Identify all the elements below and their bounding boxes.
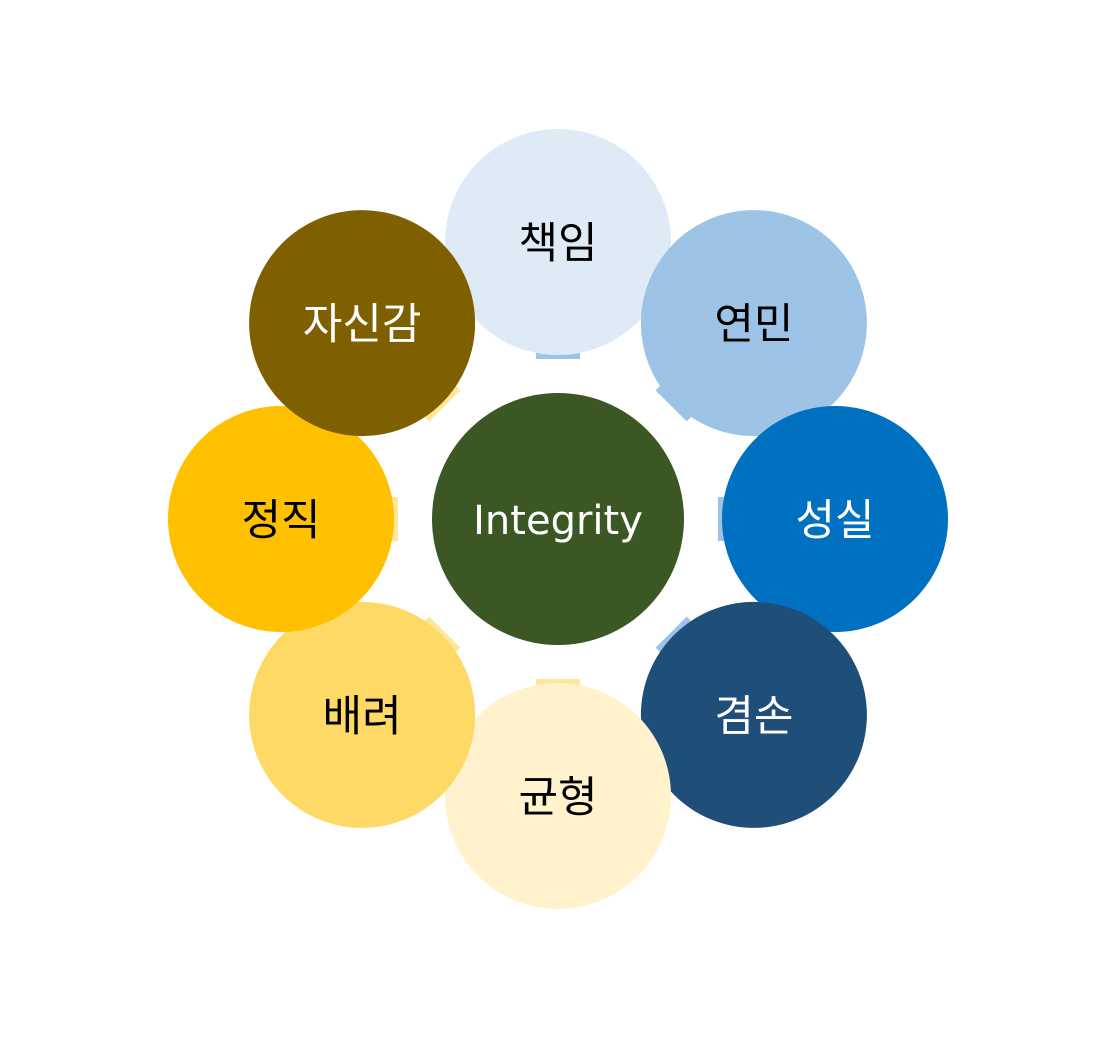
node-responsibility-circle — [445, 129, 671, 355]
node-compassion-circle — [640, 210, 867, 437]
center-circle — [432, 393, 684, 645]
node-sincerity: 성실 — [722, 406, 948, 632]
node-confidence-label: 자신감 — [303, 300, 422, 350]
node-consideration-label: 배려 — [323, 692, 402, 742]
node-honesty-label: 정직 — [241, 496, 320, 546]
node-compassion: 연민 — [640, 210, 867, 437]
node-humility-label: 겸손 — [714, 692, 793, 742]
node-sincerity-label: 성실 — [795, 496, 874, 546]
center-label: Integrity — [473, 498, 643, 544]
node-consideration: 배려 — [249, 601, 476, 828]
node-balance: 균형 — [445, 683, 671, 909]
node-sincerity-circle — [722, 406, 948, 632]
node-balance-circle — [445, 683, 671, 909]
node-compassion-label: 연민 — [714, 300, 793, 350]
node-balance-label: 균형 — [518, 773, 597, 823]
node-confidence-circle — [249, 210, 476, 437]
node-confidence: 자신감 — [249, 210, 476, 437]
node-honesty-circle — [168, 406, 394, 632]
node-honesty: 정직 — [168, 406, 394, 632]
node-consideration-circle — [249, 601, 476, 828]
node-humility-circle — [640, 601, 867, 828]
node-responsibility-label: 책임 — [518, 219, 597, 269]
node-responsibility: 책임 — [445, 129, 671, 355]
center-node: Integrity — [432, 393, 684, 645]
node-humility: 겸손 — [640, 601, 867, 828]
